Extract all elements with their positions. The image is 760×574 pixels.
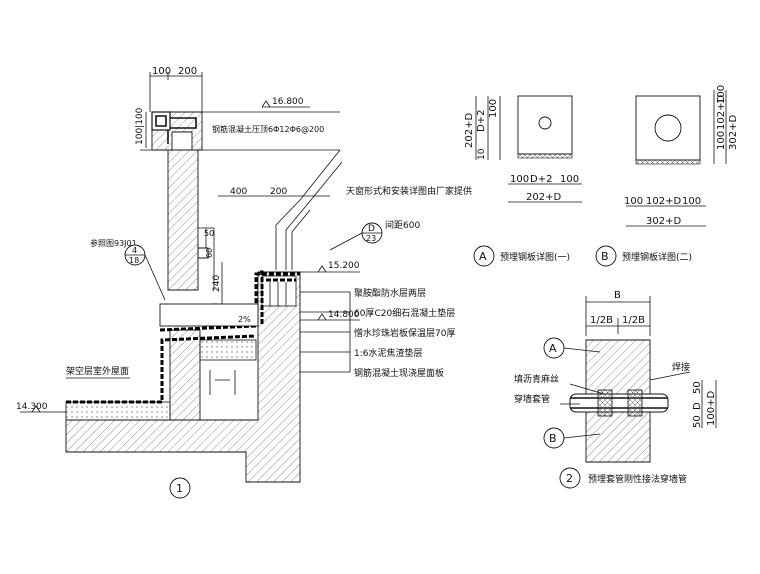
detail-2-wall-sleeve: B 1/2B 1/2B A B 焊接 填沥青麻丝 穿墙套管 50 D 50 10… <box>514 290 717 489</box>
ref-4: 4 <box>132 246 137 255</box>
elev-14800: 14.800 <box>328 310 360 320</box>
detail-number-1: 1 <box>176 482 183 495</box>
dim-100-top: 100 <box>152 66 171 77</box>
plate-a-letter: A <box>479 250 487 263</box>
inner-wall <box>169 329 201 421</box>
plate-b-hole <box>654 114 682 142</box>
waterproof-membrane-roof <box>66 334 257 404</box>
dim-200-upper: 200 <box>270 187 287 197</box>
roof-label: 架空层室外屋面 <box>66 365 129 377</box>
cap-note: 钢筋混凝土压顶6Φ12Φ6@200 <box>212 124 324 134</box>
fill-label: 填沥青麻丝 <box>514 373 559 385</box>
dim-half-b-right: 1/2B <box>622 315 645 326</box>
plate-b-hdim-100l: 100 <box>624 196 643 207</box>
plate-b-vdim-100b: 100 <box>716 85 727 104</box>
layer-5: 钢筋混凝土现浇屋面板 <box>354 367 444 379</box>
plate-b-hdim-100r: 100 <box>682 196 701 207</box>
plate-a-marker <box>473 245 495 267</box>
plate-b-marker <box>595 245 617 267</box>
plate-b-vdim-100a: 100 <box>716 131 727 150</box>
detail2-letter-a: A <box>549 342 557 355</box>
elev-16800: 16.800 <box>272 97 304 107</box>
plate-a-hdim-100l: 100 <box>510 174 529 185</box>
plate-a-hdim-100r: 100 <box>560 174 579 185</box>
plate-b-vdim-total: 302+D <box>728 115 739 150</box>
plate-a-detail: 202+D D+2 100 10 100 D+2 100 202+D A 预埋钢… <box>464 95 582 267</box>
plate-a-vdim-d2: D+2 <box>476 110 487 132</box>
dim-60: 60 <box>205 248 214 258</box>
elev-14300: 14.300 <box>16 402 48 412</box>
plate-b-hdim-total: 302+D <box>646 216 681 227</box>
detail-1-parapet-section: 100 200 100|100 16.800 钢筋混凝土压顶6Φ12Φ6@200… <box>16 66 472 499</box>
dim-50-bottom: 50 <box>692 415 703 428</box>
layer-4: 1:6水泥焦渣垫层 <box>354 347 423 359</box>
plate-a-hdim-d2: D+2 <box>530 174 552 185</box>
layer-1: 聚胺酯防水层两层 <box>354 287 426 299</box>
plate-b-caption: 预埋钢板详图(二) <box>622 251 692 263</box>
dim-half-b-left: 1/2B <box>590 315 613 326</box>
dim-50-top: 50 <box>692 381 703 394</box>
cap-rebar <box>158 117 197 144</box>
skylight-note: 天窗形式和安装详图由厂家提供 <box>346 185 472 197</box>
plate-a-vdim-100: 100 <box>488 99 499 118</box>
detail2-caption: 预埋套管刚性接法穿墙管 <box>588 473 687 485</box>
waterproof-membrane-curb <box>260 270 296 326</box>
insulation-layer <box>199 339 257 361</box>
sleeve-pipe <box>569 393 669 413</box>
dim-200-top: 200 <box>178 66 197 77</box>
dim-100-d: 100+D <box>706 391 717 426</box>
dim-b: B <box>614 290 621 301</box>
layer-2: 60厚C20细石混凝土垫层 <box>354 307 455 319</box>
pipe-label: 穿墙套管 <box>514 393 550 405</box>
detail-number-2-circle <box>559 467 581 489</box>
dim-240: 240 <box>212 275 222 292</box>
parapet-wall <box>167 149 199 291</box>
detail-number-1-circle <box>169 477 191 499</box>
ref-d-top: D <box>368 224 375 234</box>
plate-b-vdim-102d: 102+D <box>716 95 727 130</box>
slope-2pct: 2% <box>238 315 251 324</box>
dim-d: D <box>692 402 703 410</box>
plate-b-letter: B <box>601 250 609 263</box>
plate-a-caption: 预埋钢板详图(一) <box>500 251 570 263</box>
dim-left-100: 100|100 <box>135 107 145 145</box>
ref-d-bottom: 23 <box>366 234 376 243</box>
dim-400: 400 <box>230 187 247 197</box>
wall-upper <box>585 339 651 395</box>
plate-a-hole <box>538 116 552 130</box>
plate-a-vdim-total: 202+D <box>464 113 475 148</box>
plate-b-hdim-102d: 102+D <box>646 196 681 207</box>
detail2-letter-b: B <box>549 432 557 445</box>
overhead-roof-layer <box>65 401 171 421</box>
wall-lower <box>585 411 651 463</box>
ref-label-93j01: 参照图93J01 <box>90 238 137 248</box>
plate-b-detail: 100 302+D 102+D 100 100 102+D 100 302+D … <box>595 85 739 267</box>
detail-number-2: 2 <box>566 472 573 485</box>
ref-18: 18 <box>129 256 139 265</box>
elev-15200: 15.200 <box>328 261 360 271</box>
dim-50: 50 <box>204 229 214 238</box>
plate-a-hdim-total: 202+D <box>526 192 561 203</box>
weld-label: 焊接 <box>672 361 690 373</box>
plate-a-vdim-10: 10 <box>477 148 487 160</box>
spacing-note: 间距600 <box>385 219 420 231</box>
layer-3: 憎水珍珠岩板保温层70厚 <box>354 327 455 339</box>
